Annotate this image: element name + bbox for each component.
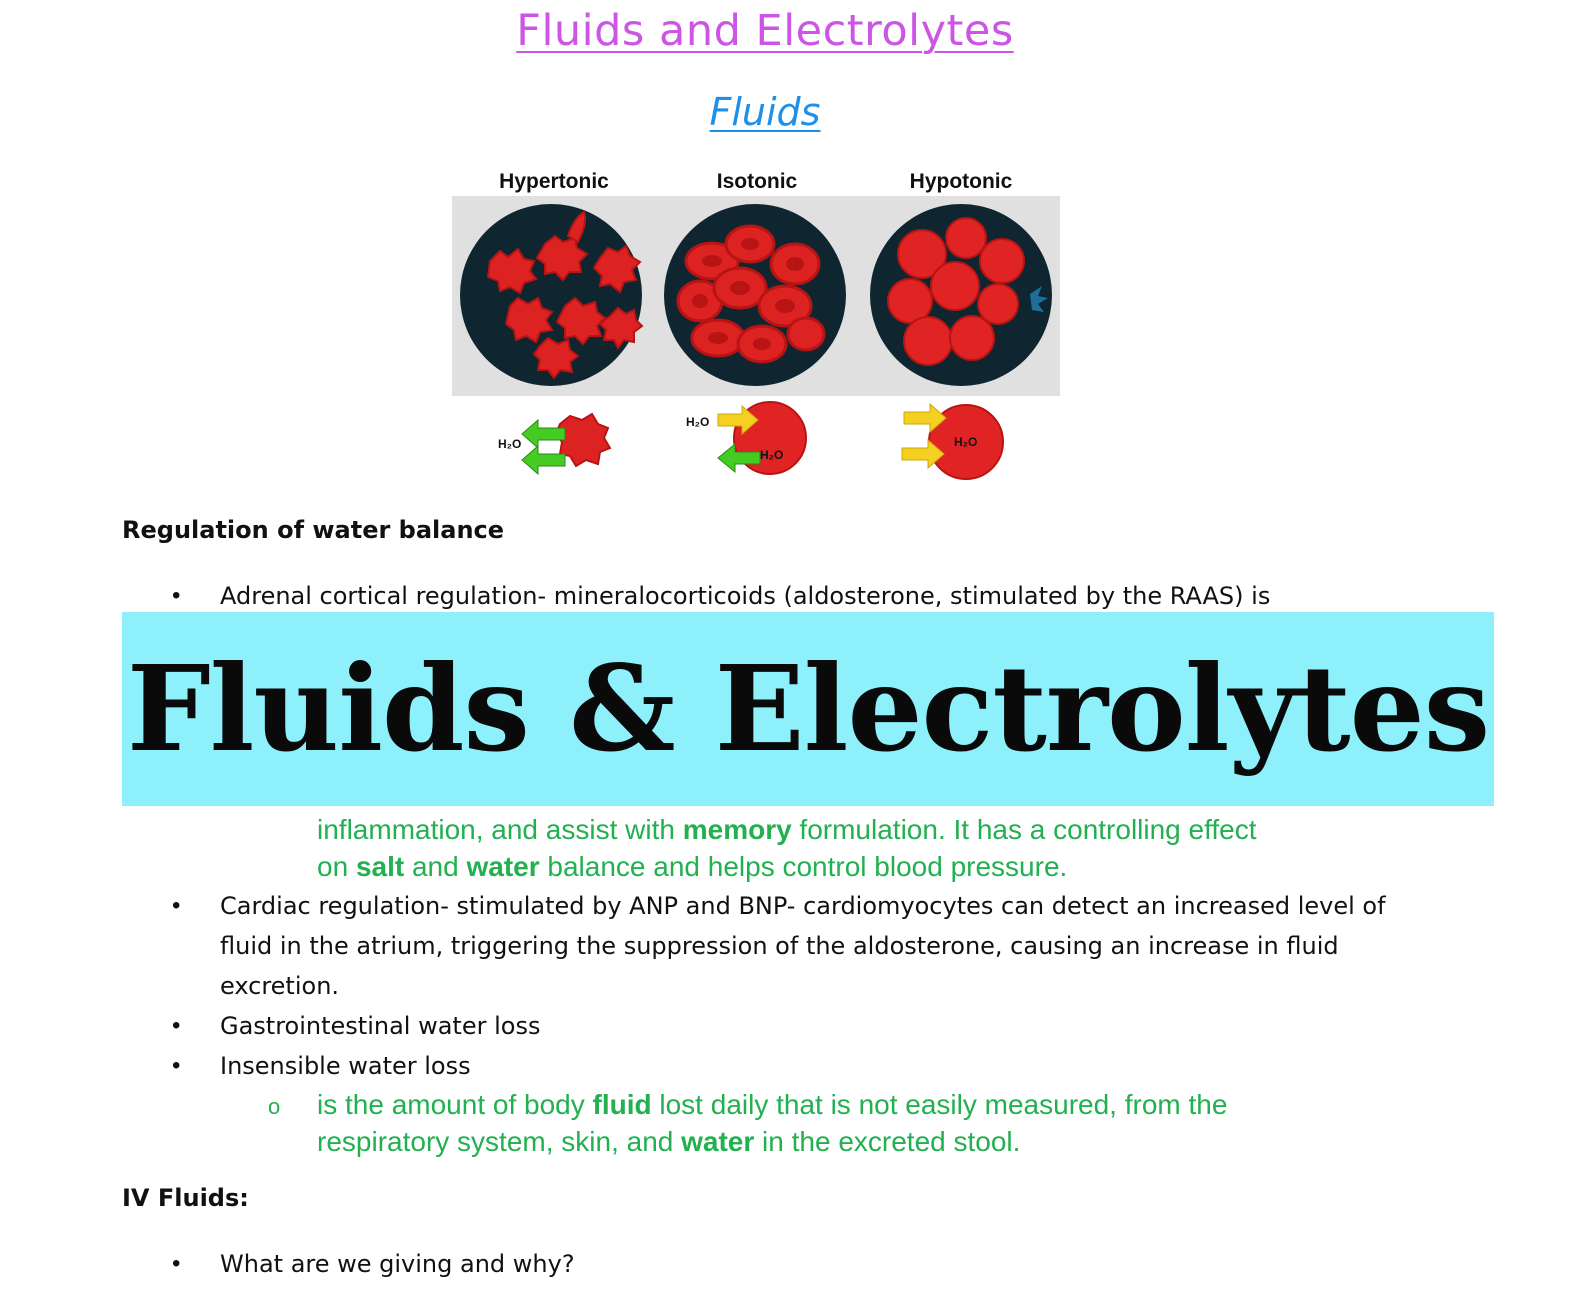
isotonic-cell: H₂O H₂O	[686, 401, 807, 475]
isotonic-dish	[664, 204, 846, 386]
tonicity-figure: Hypertonic Isotonic Hypotonic	[450, 166, 1070, 496]
bullet-adrenal: Adrenal cortical regulation- mineralocor…	[220, 582, 1271, 610]
green-note-insensible: is the amount of body fluid lost daily t…	[317, 1089, 1228, 1157]
document-title: Fluids and Electrolytes	[516, 6, 1014, 56]
h2o-label-isotonic-in: H₂O	[760, 448, 783, 462]
h2o-label-hypertonic: H₂O	[498, 437, 521, 451]
hypotonic-cell: H₂O	[901, 402, 1004, 480]
bullet-marker: •	[172, 1250, 181, 1277]
bullet-iv-question: What are we giving and why?	[220, 1250, 575, 1278]
heading-iv-fluids: IV Fluids:	[122, 1184, 249, 1212]
banner-title: Fluids & Electrolytes	[126, 639, 1490, 778]
bullet-insensible-loss: Insensible water loss	[220, 1052, 471, 1080]
overlay-banner: Fluids & Electrolytes	[122, 612, 1494, 806]
green-note-aldosterone: inflammation, and assist with memory for…	[317, 814, 1257, 882]
heading-regulation: Regulation of water balance	[122, 516, 505, 544]
label-hypotonic: Hypotonic	[909, 170, 1013, 193]
bullet-marker: •	[172, 582, 181, 609]
bullet-marker: •	[172, 892, 181, 919]
bullet-marker: •	[172, 1012, 181, 1039]
bullet-cardiac: Cardiac regulation- stimulated by ANP an…	[220, 892, 1386, 1000]
bullet-marker: •	[172, 1052, 181, 1079]
h2o-label-isotonic-out: H₂O	[686, 415, 709, 429]
hypertonic-cell: H₂O	[498, 412, 612, 476]
label-isotonic: Isotonic	[716, 170, 798, 193]
bullet-gi-loss: Gastrointestinal water loss	[220, 1012, 541, 1040]
hypotonic-dish	[870, 204, 1052, 386]
cells-illustration: H₂O H₂O H₂O H₂O	[460, 204, 1052, 480]
section-title-fluids: Fluids	[709, 90, 821, 134]
h2o-label-hypotonic: H₂O	[954, 435, 977, 449]
hypertonic-dish	[460, 204, 644, 386]
sub-bullet-marker: o	[268, 1094, 281, 1119]
label-hypertonic: Hypertonic	[499, 170, 609, 193]
